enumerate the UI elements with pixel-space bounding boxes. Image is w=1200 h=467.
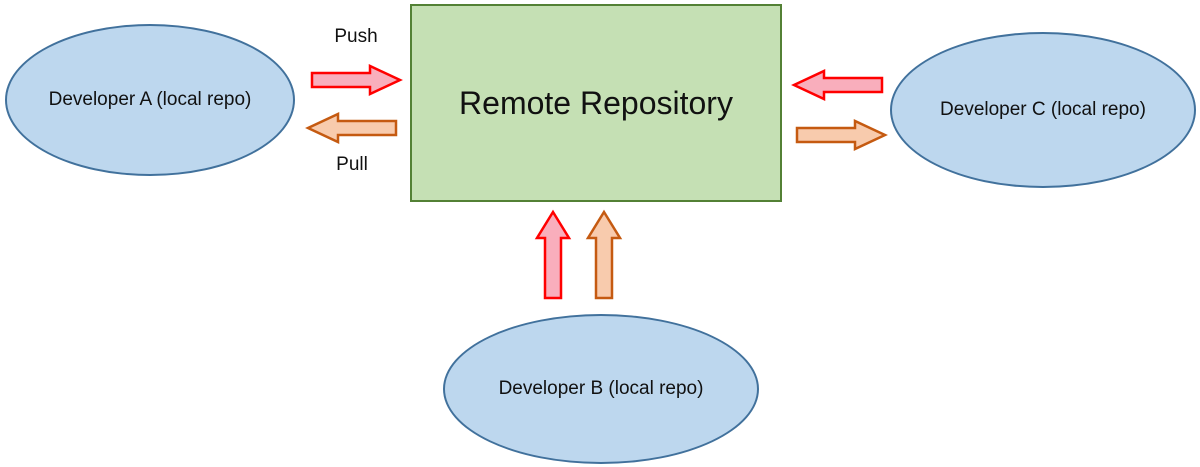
node-developer-c: Developer C (local repo): [890, 32, 1196, 188]
node-developer-b: Developer B (local repo): [443, 314, 759, 464]
node-remote-repository: Remote Repository: [410, 4, 782, 202]
push-label: Push: [334, 26, 378, 47]
push-arrow-dev-b-to-remote: [534, 209, 572, 300]
push-arrow-dev-a-to-remote: [310, 64, 403, 96]
pull-arrow-remote-to-dev-a: [305, 112, 398, 144]
pull-label: Pull: [336, 154, 368, 175]
push-arrow-dev-c-to-remote: [791, 69, 884, 101]
node-developer-b-label: Developer B (local repo): [498, 378, 704, 399]
node-developer-a-label: Developer A (local repo): [48, 89, 252, 110]
pull-arrow-remote-to-dev-c: [795, 119, 888, 151]
pull-arrow-dev-b-to-remote: [585, 209, 623, 300]
node-developer-c-label: Developer C (local repo): [940, 99, 1146, 120]
node-developer-a: Developer A (local repo): [5, 24, 295, 176]
node-remote-repository-label: Remote Repository: [459, 84, 733, 121]
